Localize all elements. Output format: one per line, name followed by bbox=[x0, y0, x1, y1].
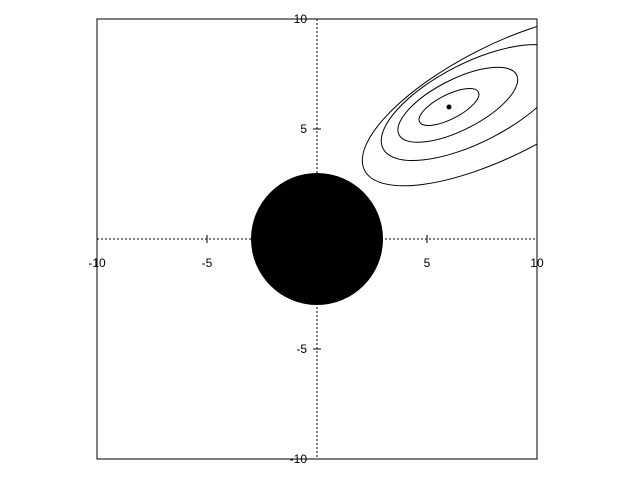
center-point bbox=[446, 104, 452, 110]
y-tick-label: 5 bbox=[300, 122, 307, 136]
contour-line-4 bbox=[361, 19, 537, 187]
disk-layer bbox=[251, 173, 383, 305]
y-tick-label: -10 bbox=[290, 452, 308, 466]
contour-line-1 bbox=[418, 88, 480, 126]
contours-layer bbox=[361, 19, 537, 187]
contour-line-2 bbox=[397, 66, 519, 143]
y-tick-label: -5 bbox=[296, 342, 307, 356]
y-tick-label: 10 bbox=[294, 12, 308, 26]
labels-layer: -10 -5 5 10 10 5 -5 -10 bbox=[88, 12, 544, 466]
x-tick-label: 10 bbox=[530, 256, 544, 270]
contour-line-3 bbox=[380, 44, 537, 162]
x-tick-label: -5 bbox=[202, 256, 213, 270]
x-tick-label: 5 bbox=[424, 256, 431, 270]
ticks-layer bbox=[96, 18, 538, 460]
filled-disk bbox=[251, 173, 383, 305]
x-tick-label: -10 bbox=[88, 256, 106, 270]
